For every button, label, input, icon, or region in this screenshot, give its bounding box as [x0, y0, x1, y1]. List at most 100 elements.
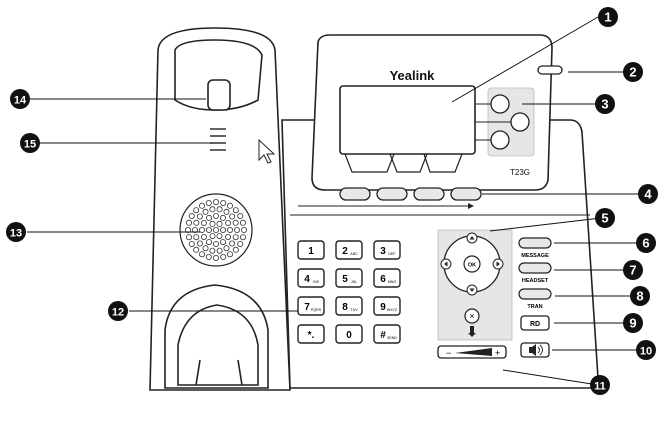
volume-wedge — [455, 348, 492, 356]
speaker-hole — [237, 212, 244, 219]
cancel-label: × — [469, 311, 474, 321]
hookswitch — [207, 79, 231, 111]
volume-minus-label: − — [446, 348, 451, 358]
message-label: MESSAGE — [521, 253, 549, 259]
speaker-hole — [193, 234, 200, 241]
speaker-hole — [209, 206, 216, 213]
speaker-hole — [226, 202, 233, 209]
brand-logo: Yealink — [390, 68, 436, 83]
keypad-key-sublabel: PQRS — [311, 308, 322, 312]
callout-number-11: 11 — [594, 381, 606, 393]
callout-badge-15 — [20, 133, 40, 153]
volume-plus-label: + — [495, 348, 500, 358]
line-key-1[interactable] — [490, 94, 510, 114]
keypad-key-1[interactable]: 1 — [297, 240, 325, 260]
speaker — [179, 193, 253, 267]
tran-label: TRAN — [527, 304, 542, 310]
speaker-hole — [196, 213, 203, 220]
speaker-hole — [198, 226, 205, 233]
side-keys: MESSAGE HEADSET TRAN RD — [518, 237, 552, 358]
speaker-hole — [200, 219, 207, 226]
callout-badge-6 — [636, 233, 656, 253]
message-key[interactable] — [518, 237, 552, 249]
ok-button[interactable] — [463, 255, 481, 273]
speaker-hole — [212, 198, 219, 205]
speaker-hole — [212, 240, 219, 247]
keypad-key-label: 5 — [342, 274, 348, 285]
callout-badge-5 — [595, 208, 615, 228]
line-key-2[interactable] — [510, 112, 530, 132]
soft-key-3[interactable] — [413, 187, 445, 201]
cursor-icon — [258, 138, 276, 164]
handset — [149, 27, 291, 391]
speaker-hole — [198, 202, 205, 209]
speaker-hole — [198, 251, 205, 258]
line-key-3[interactable] — [490, 130, 510, 150]
headset-key[interactable] — [518, 262, 552, 274]
soft-key-1[interactable] — [339, 187, 371, 201]
callout-number-2: 2 — [629, 65, 636, 80]
keypad-key-frame — [373, 296, 401, 316]
speaker-hole — [205, 226, 212, 233]
redial-key[interactable] — [520, 315, 550, 331]
callout-badge-7 — [623, 260, 643, 280]
keypad-key-11[interactable]: 0 — [335, 324, 363, 344]
speaker-hole — [237, 240, 244, 247]
cancel-button[interactable] — [464, 308, 480, 324]
speaker-hole — [216, 206, 223, 213]
speaker-hole — [216, 220, 223, 227]
callout-badge-3 — [595, 94, 615, 114]
keypad-key-label: 7 — [304, 302, 310, 313]
keypad-key-frame — [335, 324, 363, 344]
speaker-hole — [225, 233, 232, 240]
model-label: T23G — [510, 168, 530, 177]
callout-number-8: 8 — [636, 289, 643, 304]
keypad-key-frame — [297, 296, 325, 316]
callout-number-12: 12 — [112, 307, 124, 319]
speaker-hole — [239, 234, 246, 241]
speaker-hole — [205, 253, 212, 260]
soft-key-4[interactable] — [450, 187, 482, 201]
speaker-hole — [209, 247, 216, 254]
handset-slots — [210, 128, 226, 151]
keypad-key-label: 8 — [342, 302, 348, 313]
soft-key-2[interactable] — [376, 187, 408, 201]
speaker-hole — [188, 212, 195, 219]
speaker-hole — [233, 226, 240, 233]
speaker-hole — [193, 207, 200, 214]
speaker-hole — [220, 253, 227, 260]
speaker-hole — [209, 233, 216, 240]
keypad-key-sublabel: TUV — [350, 308, 358, 312]
callout-number-7: 7 — [629, 263, 636, 278]
speaker-hole — [232, 246, 239, 253]
callout-number-14: 14 — [14, 95, 27, 107]
tran-key[interactable] — [518, 288, 552, 300]
keypad-key-frame — [297, 268, 325, 288]
keypad-key-label: *. — [308, 330, 315, 341]
speaker-hole — [191, 226, 198, 233]
speaker-hole — [219, 226, 226, 233]
speaker-hole — [202, 245, 209, 252]
speaker-hole — [219, 239, 226, 246]
soft-keys — [339, 187, 482, 201]
redial-label: RD — [530, 321, 540, 328]
keypad-key-frame — [297, 240, 325, 260]
keypad-key-10[interactable]: *. — [297, 324, 325, 344]
callout-number-9: 9 — [629, 316, 636, 331]
callout-badge-8 — [630, 286, 650, 306]
callout-number-4: 4 — [644, 187, 652, 202]
keypad-key-sublabel: SEND — [387, 336, 397, 340]
speaker-icon — [529, 344, 536, 356]
speaker-hole — [188, 240, 195, 247]
keypad-key-12[interactable]: #SEND — [373, 324, 401, 344]
speaker-hole — [239, 219, 246, 226]
speaker-hole — [200, 233, 207, 240]
